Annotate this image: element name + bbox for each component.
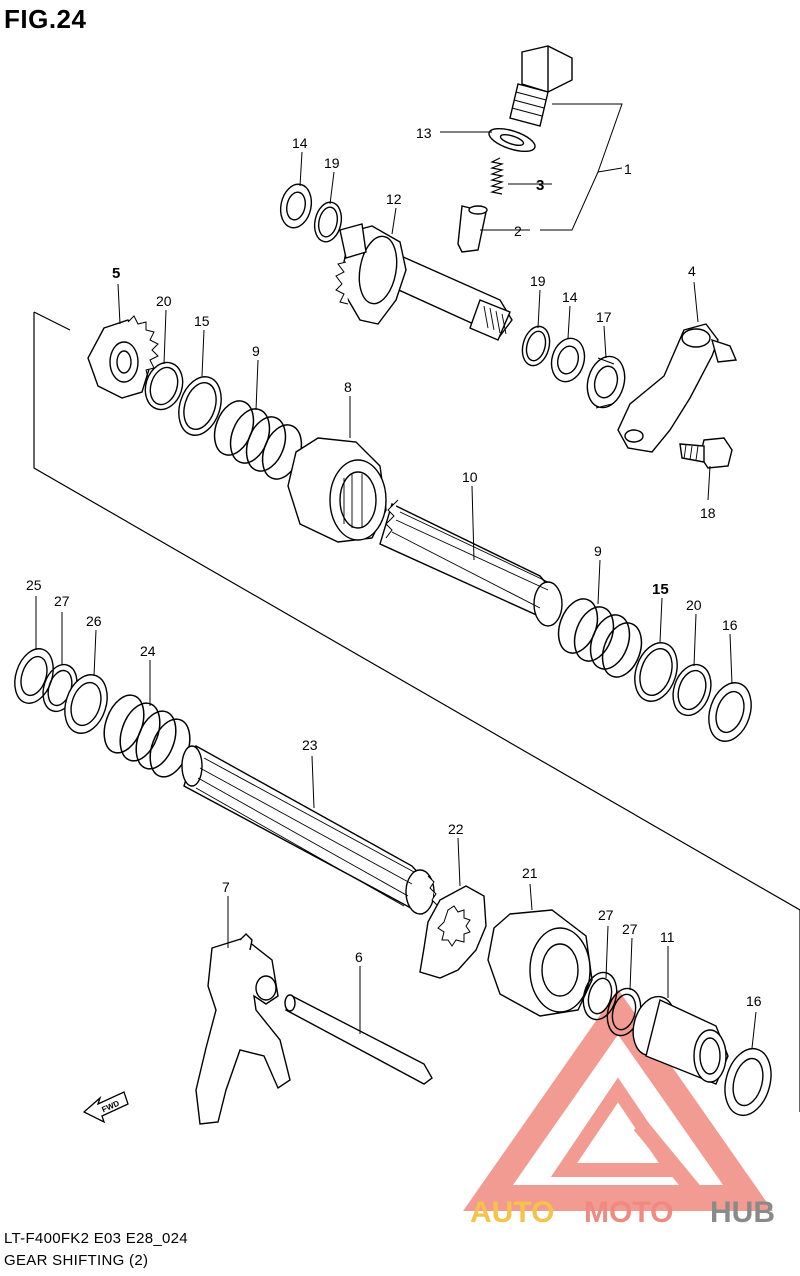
figure-title: FIG.24 (4, 4, 87, 34)
part-10-splined-shaft (379, 499, 563, 627)
part-21-gearshift-cam (487, 909, 593, 1017)
callout-9-upper: 9 (252, 343, 260, 359)
part-16-washer-lower (724, 1047, 772, 1117)
callout-18: 18 (700, 505, 716, 521)
callout-8: 8 (344, 379, 352, 395)
callout-5: 5 (112, 265, 120, 282)
part-19-circlip-upper (313, 201, 343, 243)
callout-22: 22 (448, 821, 464, 837)
part-20-circlip-upper (144, 361, 184, 411)
housing-outline (33, 311, 800, 1112)
part-16-washer-upper (708, 682, 752, 742)
callout-13: 13 (416, 125, 432, 141)
leader-lines (35, 103, 757, 1049)
part-22-stopper-plate (419, 885, 487, 979)
callout-14-upper: 14 (292, 135, 308, 151)
callout-6: 6 (355, 949, 363, 965)
part-8-bearing-drum (287, 437, 387, 543)
footer-section-name: GEAR SHIFTING (2) (4, 1252, 149, 1269)
part-17-bearing (586, 355, 626, 409)
callout-16-lower: 16 (746, 993, 762, 1009)
watermark-text: AUTO MOTO HUB (470, 1196, 775, 1229)
watermark-word-auto: AUTO (470, 1196, 554, 1229)
part-12-shift-shaft (335, 223, 513, 341)
part-9-spring-lower (557, 598, 643, 678)
callout-17: 17 (596, 309, 612, 325)
part-14-washer-upper (279, 183, 313, 229)
callout-16-upper: 16 (722, 617, 738, 633)
part-6-fork-shaft (284, 994, 433, 1085)
callout-3: 3 (536, 177, 544, 194)
callout-23: 23 (302, 737, 318, 753)
callout-9-lower: 9 (594, 543, 602, 559)
part-23-splined-shaft (181, 744, 439, 915)
callout-labels: 1 2 3 4 5 6 7 8 9 9 10 11 12 13 14 14 15… (26, 125, 762, 1009)
callout-7: 7 (222, 879, 230, 895)
footer-model-code: LT-F400FK2 E03 E28_024 (4, 1230, 188, 1247)
callout-2: 2 (514, 223, 522, 239)
watermark-logo (463, 989, 773, 1211)
fwd-arrow-icon: FWD (82, 1091, 129, 1124)
callout-21: 21 (522, 865, 538, 881)
part-1-plunger-assembly (457, 45, 573, 253)
part-11-bushing (632, 995, 729, 1085)
callout-1: 1 (624, 161, 632, 177)
watermark-word-moto: MOTO (584, 1196, 673, 1229)
callout-14-lower: 14 (562, 289, 578, 305)
callout-10: 10 (462, 469, 478, 485)
part-15-washer-upper (178, 376, 222, 436)
part-26-washer (64, 674, 108, 734)
callout-27-left: 27 (54, 593, 70, 609)
callout-27-middle: 27 (598, 907, 614, 923)
part-15-washer-lower (634, 642, 678, 702)
callout-19-lower: 19 (530, 273, 546, 289)
callout-20-upper: 20 (156, 293, 172, 309)
callout-25: 25 (26, 577, 42, 593)
callout-19-upper: 19 (324, 155, 340, 171)
part-25-washer (14, 648, 54, 704)
part-14-washer-lower (550, 337, 586, 383)
part-20-circlip-lower (672, 663, 712, 717)
watermark-word-hub: HUB (710, 1196, 775, 1229)
callout-27-right: 27 (622, 921, 638, 937)
callout-11: 11 (660, 929, 675, 945)
callout-24: 24 (140, 643, 156, 659)
part-5-gear (87, 315, 159, 399)
part-4-shift-lever (617, 323, 738, 453)
part-9-spring-upper (213, 400, 303, 480)
part-7-shift-fork (195, 933, 291, 1125)
callout-4: 4 (688, 263, 696, 279)
part-18-bolt (679, 437, 733, 469)
callout-15-upper: 15 (194, 313, 210, 329)
part-19-circlip-lower (521, 325, 551, 367)
triangle-a-logo-icon (463, 989, 773, 1211)
callout-12: 12 (386, 191, 402, 207)
callout-15-lower: 15 (652, 581, 669, 598)
callout-20-lower: 20 (686, 597, 702, 613)
callout-26: 26 (86, 613, 102, 629)
